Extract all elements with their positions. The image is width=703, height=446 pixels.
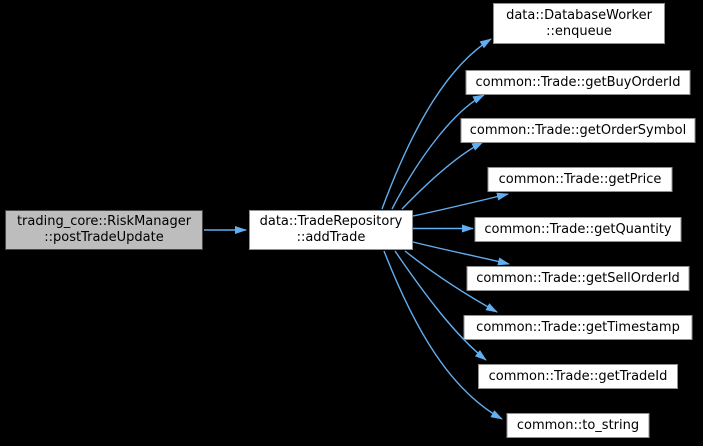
graph-node-addTrade[interactable]: data::TradeRepository::addTrade (249, 210, 413, 250)
graph-node-label: ::addTrade (296, 230, 366, 245)
graph-node-label: common::Trade::getTimestamp (476, 319, 680, 335)
graph-node-label: common::Trade::getOrderSymbol (469, 122, 687, 138)
graph-node-label: trading_core::RiskManager (16, 214, 192, 229)
edge-addTrade-getPrice (412, 192, 509, 217)
edge-addTrade-getTradeId (394, 250, 487, 361)
graph-node-label: common::Trade::getBuyOrderId (475, 74, 681, 90)
graph-node-enqueue[interactable]: data::DatabaseWorker::enqueue (493, 3, 665, 44)
edge-addTrade-getSellOrderId (412, 241, 510, 266)
graph-node-getTradeId[interactable]: common::Trade::getTradeId (478, 364, 678, 389)
graph-node-label: common::Trade::getTradeId (488, 368, 668, 384)
graph-node-label: data::DatabaseWorker (506, 7, 652, 23)
graph-node-getBuyOrderId[interactable]: common::Trade::getBuyOrderId (465, 70, 691, 95)
graph-node-getQuantity[interactable]: common::Trade::getQuantity (474, 217, 682, 242)
graph-node-getTimestamp[interactable]: common::Trade::getTimestamp (463, 315, 693, 340)
edge-addTrade-enqueue (381, 38, 492, 210)
edge-addTrade-getTimestamp (404, 250, 498, 313)
edge-addTrade-getOrderSymbol (401, 141, 484, 210)
graph-node-label: common::to_string (516, 417, 640, 433)
graph-node-getOrderSymbol[interactable]: common::Trade::getOrderSymbol (460, 118, 696, 143)
graph-node-label: data::TradeRepository (259, 214, 403, 229)
graph-node-label: common::Trade::getPrice (498, 171, 662, 187)
graph-node-label: common::Trade::getSellOrderId (476, 270, 680, 286)
graph-node-getSellOrderId[interactable]: common::Trade::getSellOrderId (466, 266, 690, 291)
edge-addTrade-getBuyOrderId (391, 94, 485, 210)
graph-node-getPrice[interactable]: common::Trade::getPrice (487, 167, 673, 192)
edge-addTrade-to_string (383, 250, 503, 420)
graph-node-label: ::postTradeUpdate (44, 230, 164, 245)
graph-node-postTradeUpdate[interactable]: trading_core::RiskManager::postTradeUpda… (5, 210, 203, 250)
graph-node-to_string[interactable]: common::to_string (506, 413, 650, 438)
graph-node-label: ::enqueue (546, 23, 612, 39)
graph-node-label: common::Trade::getQuantity (484, 221, 672, 237)
